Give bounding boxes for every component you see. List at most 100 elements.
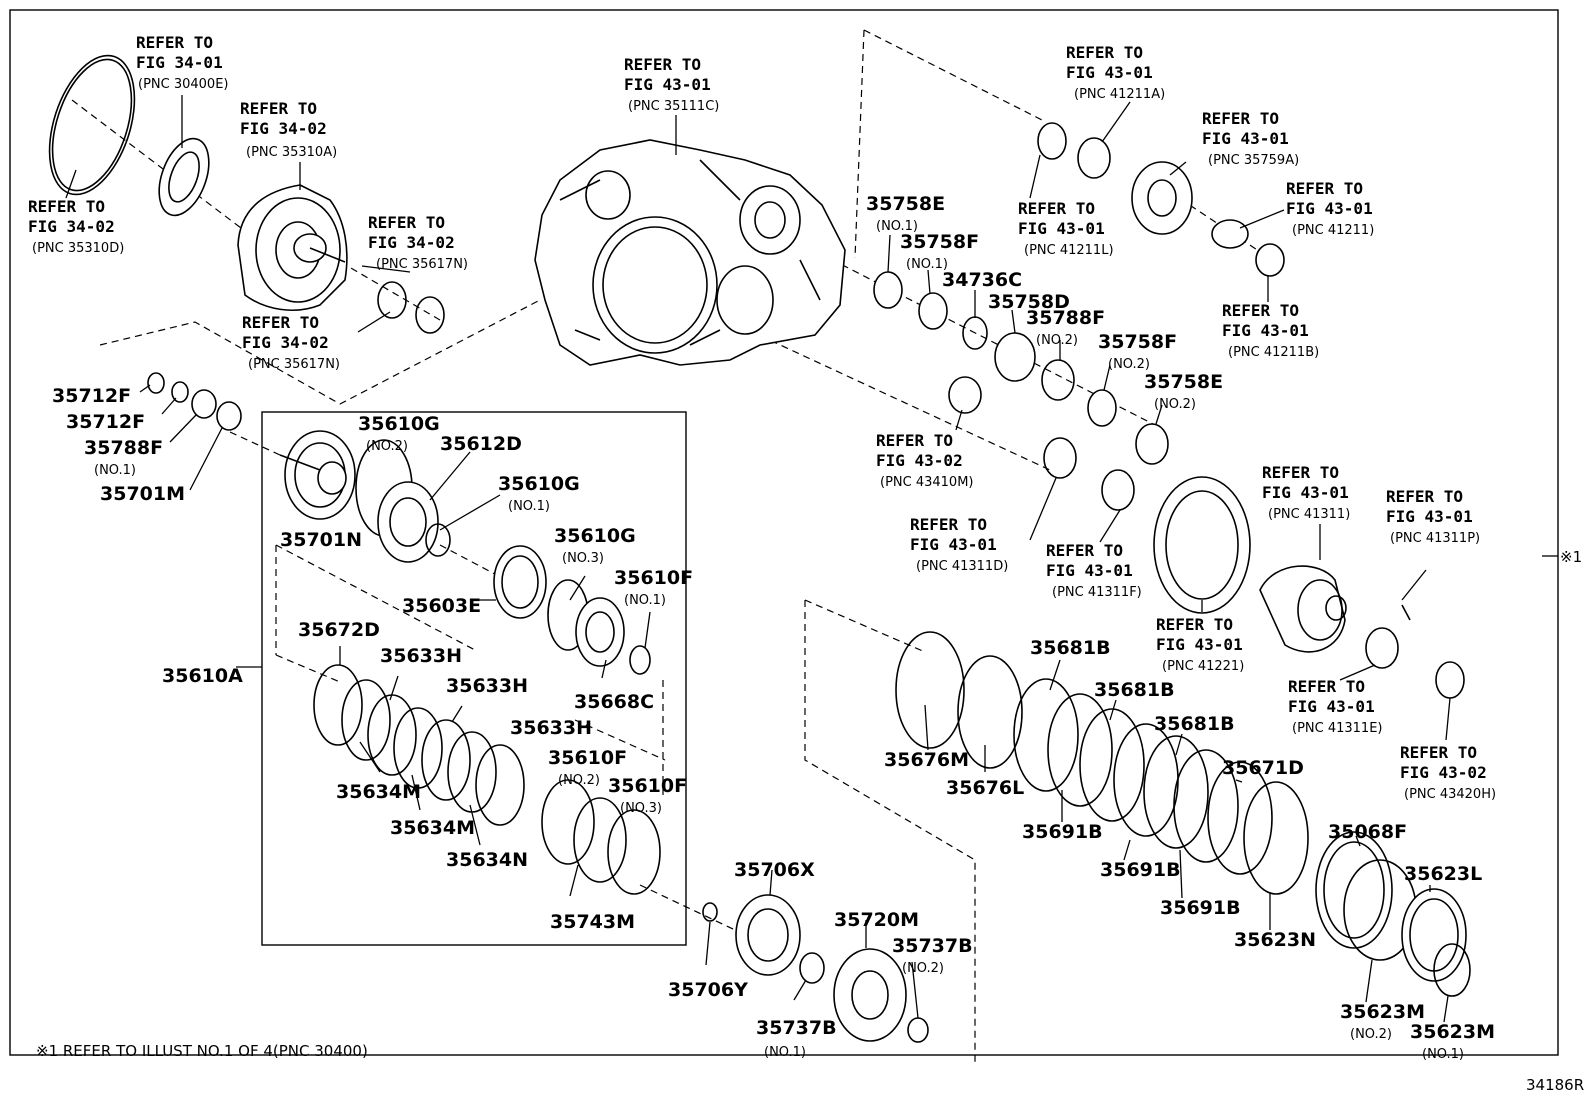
left-small-rings-part: [147, 372, 242, 431]
reference-label: REFER TO FIG 43-01 (PNC 41211): [1286, 179, 1374, 238]
svg-text:FIG 34-02: FIG 34-02: [368, 233, 455, 252]
part-number: 35706X: [734, 859, 815, 881]
page-id: 34186R: [1526, 1076, 1584, 1094]
part-number: 35603E: [402, 595, 481, 617]
footnote: ※1 REFER TO ILLUST NO.1 OF 4(PNC 30400): [36, 1042, 368, 1060]
part-number: 35691B: [1100, 859, 1181, 881]
part-number: 35788F: [84, 437, 163, 459]
part-number: 35788F: [1026, 307, 1105, 329]
part-number: 35623M: [1410, 1021, 1495, 1043]
part-number: 35634N: [446, 849, 528, 871]
part-number: 35712F: [52, 385, 131, 407]
svg-text:(PNC 41311F): (PNC 41311F): [1052, 585, 1142, 600]
reference-label: REFER TO FIG 43-01 (PNC 41211B): [1222, 301, 1319, 360]
part-number: 35743M: [550, 911, 635, 933]
svg-text:(PNC 35759A): (PNC 35759A): [1208, 153, 1299, 168]
reference-label: REFER TO FIG 43-01 (PNC 41311D): [910, 515, 1008, 574]
svg-text:FIG 43-01: FIG 43-01: [1386, 507, 1473, 526]
svg-text:FIG 34-02: FIG 34-02: [240, 119, 327, 138]
svg-text:REFER TO: REFER TO: [624, 55, 701, 74]
svg-text:REFER TO: REFER TO: [1400, 743, 1477, 762]
planetary-gear-part: [702, 894, 929, 1043]
part-number: 35758E: [1144, 371, 1223, 393]
svg-text:(PNC 41311E): (PNC 41311E): [1292, 721, 1383, 736]
part-sub: (NO.1): [764, 1045, 806, 1060]
part-sub: (NO.2): [1154, 397, 1196, 412]
part-number: 35681B: [1094, 679, 1175, 701]
part-number: 35610G: [358, 413, 440, 435]
reference-label: REFER TO FIG 34-02 (PNC 35617N): [368, 213, 468, 272]
clutch-plate-stack-left-part: [313, 664, 525, 826]
part-sub: (NO.1): [508, 499, 550, 514]
part-sub: (NO.3): [562, 551, 604, 566]
svg-text:REFER TO: REFER TO: [1018, 199, 1095, 218]
oil-pump-body-part: [237, 184, 348, 311]
svg-text:(PNC 35617N): (PNC 35617N): [376, 257, 468, 272]
part-number: 35610F: [614, 567, 693, 589]
svg-text:FIG 43-01: FIG 43-01: [1156, 635, 1243, 654]
part-number: 35737B: [756, 1017, 837, 1039]
reference-label: REFER TO FIG 43-01 (PNC 41311P): [1386, 487, 1480, 546]
reference-label: REFER TO FIG 34-02 (PNC 35617N): [242, 313, 340, 372]
svg-text:(PNC 35310A): (PNC 35310A): [246, 145, 337, 160]
part-number: 35610F: [548, 747, 627, 769]
snap-ring-large-part: [48, 54, 136, 196]
svg-text:REFER TO: REFER TO: [242, 313, 319, 332]
part-number: 35691B: [1022, 821, 1103, 843]
part-number: 35672D: [298, 619, 380, 641]
reference-label: REFER TO FIG 43-01 (PNC 41311): [1262, 463, 1350, 522]
part-number: 35623N: [1234, 929, 1316, 951]
svg-text:FIG 43-01: FIG 43-01: [1066, 63, 1153, 82]
svg-text:REFER TO: REFER TO: [1202, 109, 1279, 128]
reference-label: REFER TO FIG 43-01 (PNC 41311E): [1288, 677, 1383, 736]
part-sub: (NO.1): [906, 257, 948, 272]
svg-text:FIG 43-01: FIG 43-01: [1286, 199, 1373, 218]
svg-text:FIG 34-02: FIG 34-02: [28, 217, 115, 236]
clutch-plate-stack-right-part: [895, 631, 1309, 895]
svg-text:REFER TO: REFER TO: [876, 431, 953, 450]
reference-label: REFER TO FIG 43-01 (PNC 35111C): [624, 55, 719, 114]
svg-text:REFER TO: REFER TO: [1222, 301, 1299, 320]
svg-text:(PNC 30400E): (PNC 30400E): [138, 77, 229, 92]
part-sub: (NO.2): [1350, 1027, 1392, 1042]
part-number: 35668C: [574, 691, 654, 713]
part-number: 35671D: [1222, 757, 1304, 779]
part-number: 35691B: [1160, 897, 1241, 919]
svg-text:(PNC 41211A): (PNC 41211A): [1074, 87, 1165, 102]
svg-text:FIG 43-01: FIG 43-01: [1018, 219, 1105, 238]
part-number: 35676L: [946, 777, 1024, 799]
part-number: 35634M: [390, 817, 475, 839]
svg-text:FIG 43-01: FIG 43-01: [1202, 129, 1289, 148]
part-number: 35610A: [162, 665, 243, 687]
svg-text:(PNC 41211B): (PNC 41211B): [1228, 345, 1319, 360]
svg-text:FIG 43-01: FIG 43-01: [1262, 483, 1349, 502]
part-number: 35701M: [100, 483, 185, 505]
thrust-bearing-part: [493, 545, 547, 619]
part-number-labels: 35712F 35712F 35788F (NO.1) 35701M 35701…: [52, 193, 1495, 1062]
part-number: 35633H: [446, 675, 528, 697]
svg-text:REFER TO: REFER TO: [1386, 487, 1463, 506]
reference-label: REFER TO FIG 43-02 (PNC 43410M): [876, 431, 974, 490]
part-number: 35701N: [280, 529, 362, 551]
clutch-group-box: [261, 411, 687, 946]
pump-small-rings-part: [377, 281, 445, 334]
part-sub: (NO.2): [902, 961, 944, 976]
part-number: 35610G: [554, 525, 636, 547]
ring-gear-part: [1153, 476, 1251, 614]
reference-label: REFER TO FIG 43-01 (PNC 41221): [1156, 615, 1244, 674]
oil-seal-part: [158, 137, 210, 217]
part-number: 35681B: [1030, 637, 1111, 659]
svg-text:(PNC 43420H): (PNC 43420H): [1404, 787, 1496, 802]
part-number: 35623L: [1404, 863, 1482, 885]
reference-label: REFER TO FIG 43-01 (PNC 35759A): [1202, 109, 1299, 168]
svg-text:FIG 43-01: FIG 43-01: [624, 75, 711, 94]
part-number: 35634M: [336, 781, 421, 803]
svg-text:REFER TO: REFER TO: [368, 213, 445, 232]
part-sub: (NO.3): [620, 801, 662, 816]
svg-text:FIG 43-01: FIG 43-01: [910, 535, 997, 554]
part-number: 35758D: [988, 291, 1070, 313]
svg-text:(PNC 41311): (PNC 41311): [1268, 507, 1350, 522]
reaction-sleeve-part: [1315, 831, 1471, 997]
part-sub: (NO.2): [1036, 333, 1078, 348]
reference-label: REFER TO FIG 43-02 (PNC 43420H): [1400, 743, 1496, 802]
